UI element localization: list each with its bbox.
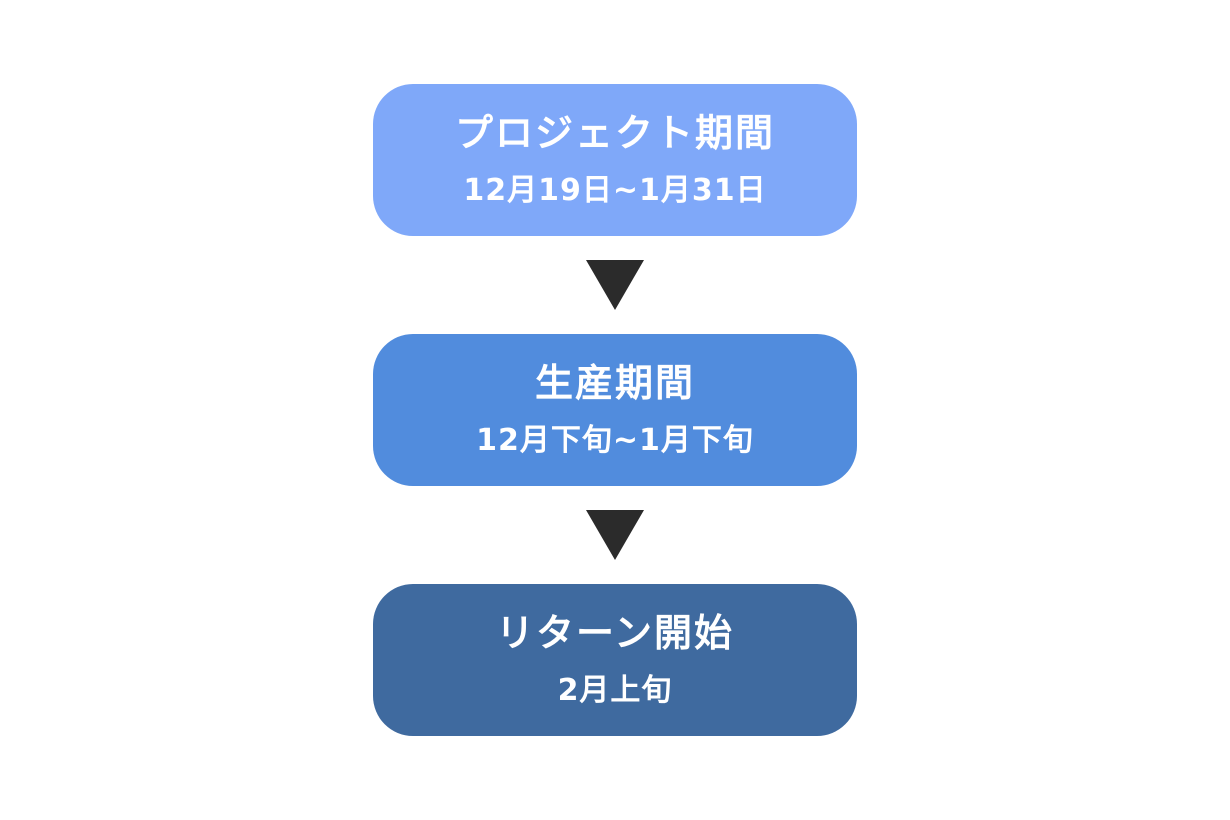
- step-date-range: 12月19日~1月31日: [463, 173, 767, 208]
- step-title: リターン開始: [495, 611, 735, 655]
- step-title: プロジェクト期間: [454, 111, 775, 155]
- step-box-production-period: 生産期間 12月下旬~1月下旬: [373, 334, 857, 486]
- step-date-range: 2月上旬: [557, 673, 673, 708]
- step-date-range: 12月下旬~1月下旬: [476, 423, 754, 458]
- step-box-project-period: プロジェクト期間 12月19日~1月31日: [373, 84, 857, 236]
- step-box-return-start: リターン開始 2月上旬: [373, 584, 857, 736]
- timeline-flow-diagram: プロジェクト期間 12月19日~1月31日 生産期間 12月下旬~1月下旬 リタ…: [373, 84, 857, 736]
- down-arrow-icon: [586, 510, 644, 560]
- step-title: 生産期間: [534, 361, 695, 405]
- down-arrow-icon: [586, 260, 644, 310]
